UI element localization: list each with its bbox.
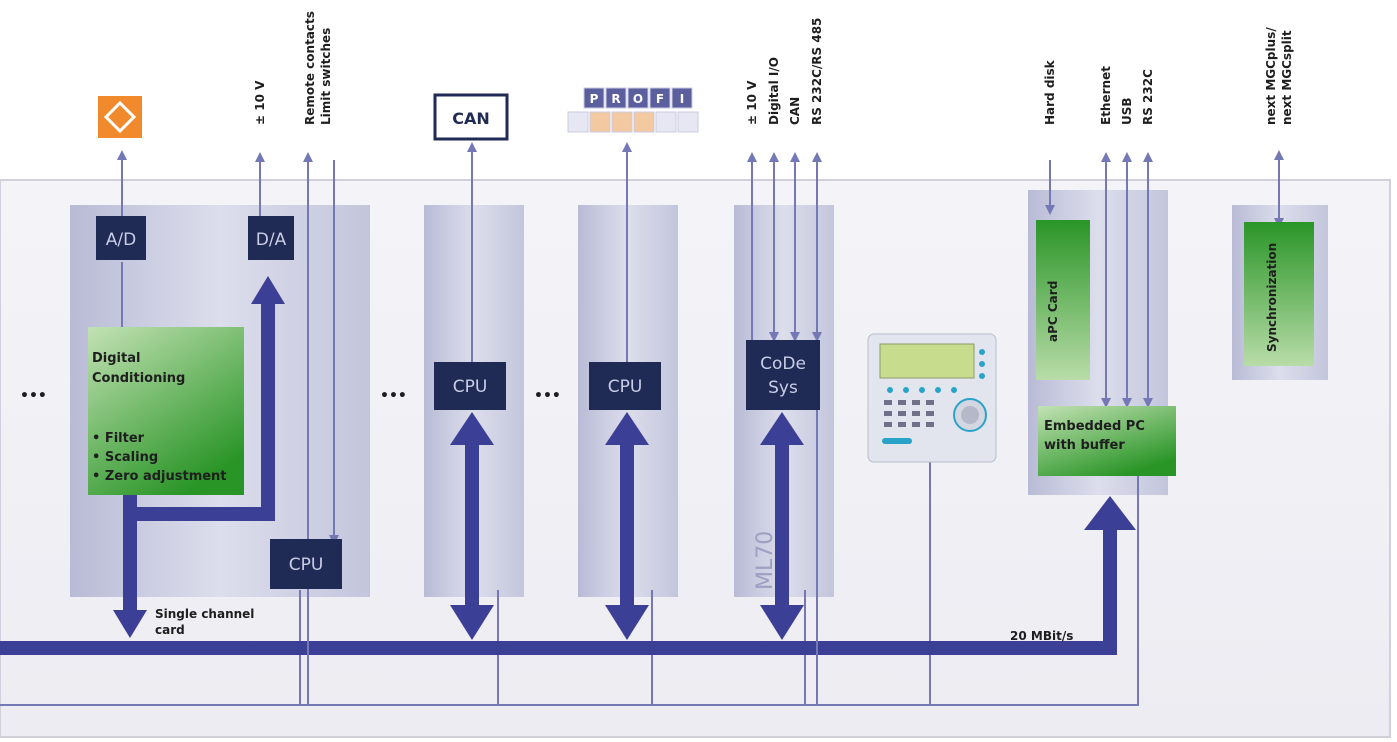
svg-text:F: F (656, 92, 664, 106)
ad-label: A/D (106, 230, 136, 250)
bullet-zero: • Zero adjustment (92, 469, 227, 484)
can-device-label: CAN (452, 109, 490, 128)
label-digital-io: Digital I/O (767, 57, 781, 125)
cpu-profibus-chip (589, 362, 661, 410)
synchronization-label: Synchronization (1265, 243, 1279, 352)
svg-text:P: P (590, 92, 599, 106)
label-pm10v-b: ± 10 V (745, 80, 759, 125)
ellipsis-3: ••• (534, 388, 561, 404)
bullet-scaling: • Scaling (92, 450, 158, 465)
label-hard-disk: Hard disk (1043, 59, 1057, 125)
main-bus (0, 520, 1117, 655)
single-channel-label-1: Single channel (155, 607, 254, 621)
label-remote-contacts: Remote contacts (303, 11, 317, 125)
cpu-profibus-label: CPU (608, 377, 643, 397)
ellipsis-2: ••• (380, 388, 407, 404)
label-limit-switches: Limit switches (319, 28, 333, 125)
bus-arrow-up (1084, 496, 1136, 530)
label-next-mgcplus: next MGCplus/ (1264, 27, 1278, 125)
bus-speed-label: 20 MBit/s (1010, 629, 1073, 643)
conditioning-title-2: Conditioning (92, 371, 185, 386)
cpu-can-label: CPU (453, 377, 488, 397)
sensor-icon (98, 96, 142, 138)
label-ethernet: Ethernet (1099, 66, 1113, 125)
ml70-label: ML70 (753, 531, 778, 590)
svg-text:R: R (611, 92, 620, 106)
cpu-can-chip (434, 362, 506, 410)
digital-conditioning-card (88, 327, 244, 495)
svg-text:I: I (680, 92, 684, 106)
synchronization-card (1244, 222, 1314, 366)
output-path (123, 300, 275, 521)
conditioning-title-1: Digital (92, 351, 140, 366)
ellipsis-1: ••• (20, 388, 47, 404)
codesys-chip (746, 340, 820, 410)
single-channel-label-2: card (155, 623, 185, 637)
label-pm10v-a: ± 10 V (253, 80, 267, 125)
bullet-filter: • Filter (92, 431, 145, 446)
cpu-single-label: CPU (289, 555, 324, 575)
label-can: CAN (788, 97, 802, 125)
cpu-bus-arrows (450, 412, 804, 640)
codesys-label-1: CoDe (760, 354, 806, 374)
embedded-pc-card (1038, 406, 1176, 476)
embedded-title-1: Embedded PC (1044, 419, 1145, 434)
cpu-single-chip (270, 539, 342, 589)
label-next-mgcsplit: next MGCsplit (1280, 30, 1294, 125)
svg-text:O: O (633, 92, 643, 106)
da-chip (248, 216, 294, 260)
codesys-label-2: Sys (768, 378, 798, 398)
label-rs232c-rs485: RS 232C/RS 485 (810, 18, 824, 125)
apc-card (1036, 220, 1090, 380)
label-rs232c: RS 232C (1141, 69, 1155, 125)
embedded-title-2: with buffer (1044, 438, 1125, 453)
apc-card-label: aPC Card (1046, 281, 1060, 342)
can-device-box (433, 93, 509, 141)
operating-panel-icon (867, 333, 997, 463)
ad-chip (96, 216, 146, 260)
da-label: D/A (256, 230, 287, 250)
profibus-logo: P R O F I (567, 87, 699, 133)
label-usb: USB (1120, 97, 1134, 125)
